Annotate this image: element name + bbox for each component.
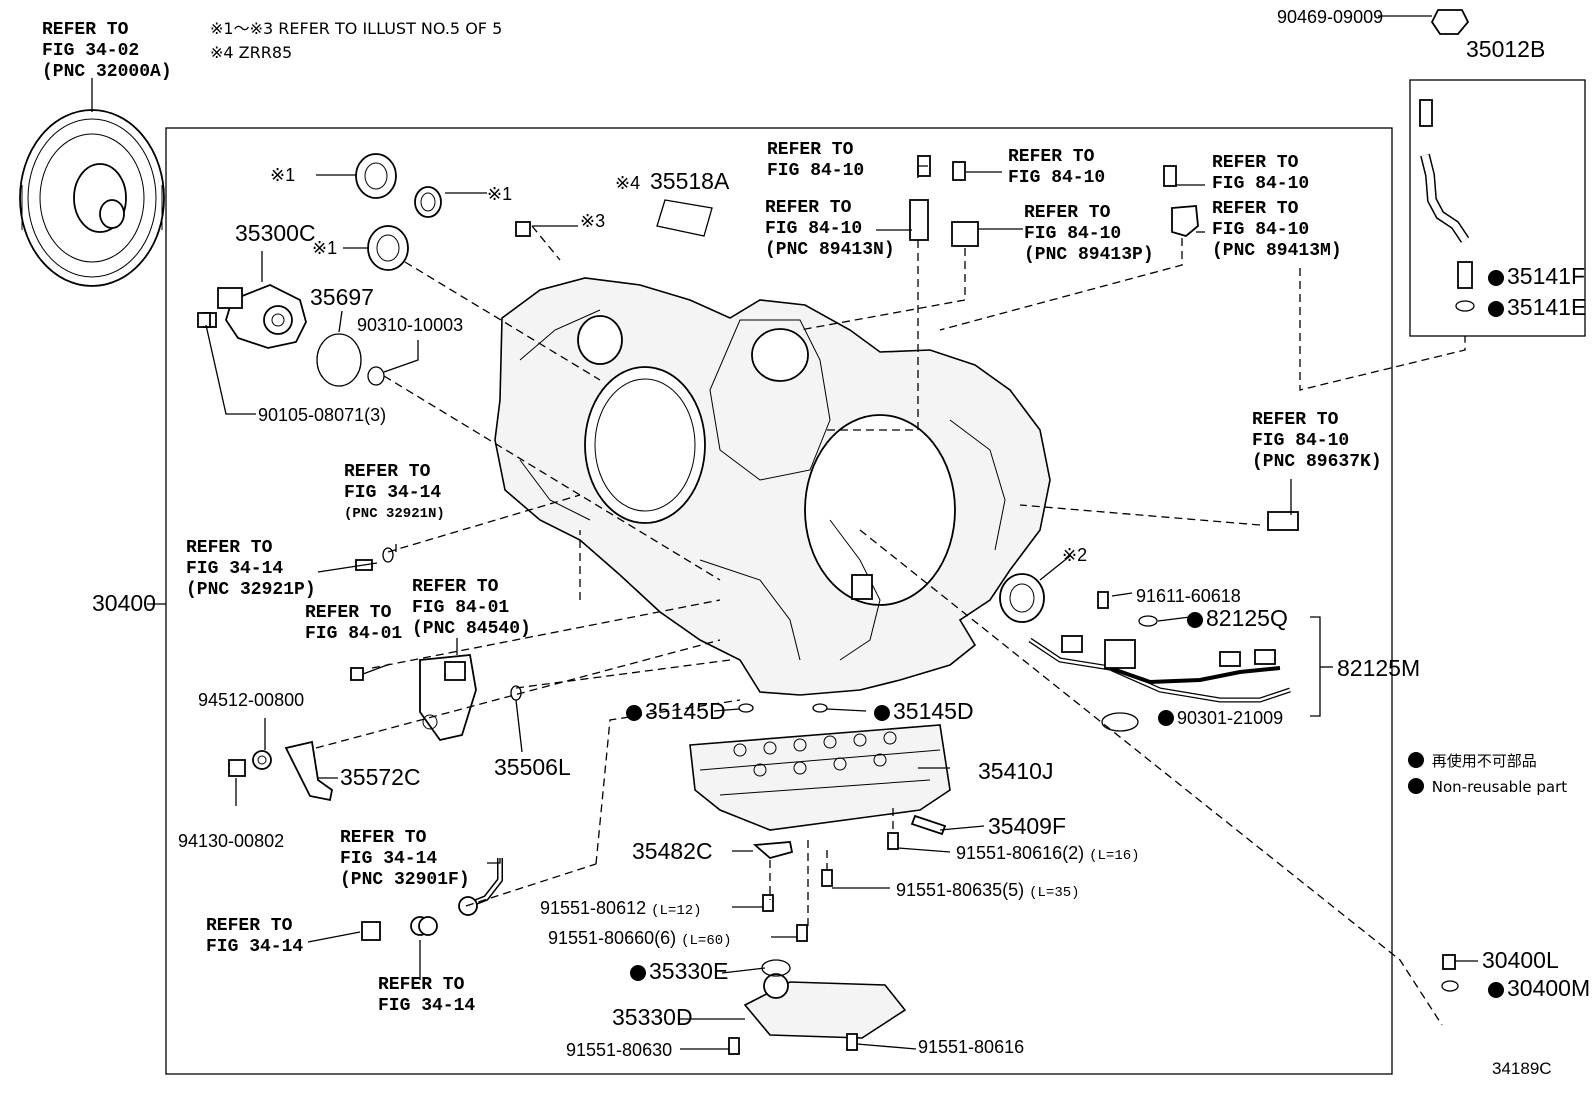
torque-converter-drawing bbox=[19, 109, 165, 287]
mark-1a: ※1 bbox=[270, 165, 296, 185]
non-reusable-dot bbox=[1488, 982, 1504, 998]
note-line-1: ※1～※3 REFER TO ILLUST NO.5 OF 5 bbox=[210, 19, 503, 38]
mark-1b: ※1 bbox=[487, 184, 513, 204]
part-35141F: 35141F bbox=[1488, 265, 1585, 288]
transmission-case-drawing bbox=[494, 277, 1051, 696]
oring-35697 bbox=[316, 333, 362, 387]
mark-1c: ※1 bbox=[312, 238, 338, 258]
non-reusable-dot bbox=[1187, 612, 1203, 628]
part-35518A: 35518A bbox=[650, 168, 730, 194]
plug-3 bbox=[515, 221, 531, 237]
part-91551-80635: 91551-80635(5) (L=35) bbox=[896, 880, 1080, 901]
legend-en: Non-reusable part bbox=[1408, 776, 1567, 798]
legend-dot bbox=[1408, 752, 1424, 768]
part-90469-09009: 90469-09009 bbox=[1277, 7, 1384, 27]
part-90301-21009: 90301-21009 bbox=[1158, 707, 1283, 729]
part-35141E: 35141E bbox=[1488, 296, 1586, 319]
part-35697: 35697 bbox=[310, 284, 374, 310]
seal-1a bbox=[355, 153, 397, 199]
non-reusable-dot bbox=[626, 705, 642, 721]
main-frame bbox=[165, 127, 1393, 1075]
non-reusable-dot bbox=[1488, 301, 1504, 317]
part-30400: 30400 bbox=[92, 590, 156, 616]
mark-3: ※3 bbox=[580, 211, 606, 231]
part-90310-10003: 90310-10003 bbox=[357, 315, 464, 335]
part-30400L: 30400L bbox=[1482, 947, 1559, 973]
legend-jp: 再使用不可部品 bbox=[1408, 750, 1537, 772]
mark-4: ※4 bbox=[615, 173, 641, 193]
part-35506L: 35506L bbox=[494, 754, 571, 780]
part-35300C-drawing bbox=[203, 284, 307, 349]
non-reusable-dot bbox=[1488, 270, 1504, 286]
part-35012B: 35012B bbox=[1466, 36, 1546, 62]
part-82125Q: 82125Q bbox=[1187, 607, 1288, 630]
part-30400M: 30400M bbox=[1488, 977, 1590, 1000]
part-35409F: 35409F bbox=[988, 813, 1067, 839]
part-35330E: 35330E bbox=[630, 960, 728, 983]
seal-1b bbox=[414, 186, 442, 218]
part-35145D-right: 35145D bbox=[874, 700, 974, 723]
part-91551-80616-2: 91551-80616(2) (L=16) bbox=[956, 843, 1140, 864]
note-line-2: ※4 ZRR85 bbox=[210, 43, 293, 62]
part-35300C: 35300C bbox=[235, 220, 316, 246]
part-91551-80630: 91551-80630 bbox=[566, 1040, 673, 1060]
part-91611-60618: 91611-60618 bbox=[1136, 586, 1241, 606]
label-plate-35518A bbox=[656, 199, 713, 237]
figure-id: 34189C bbox=[1492, 1059, 1552, 1078]
part-35572C: 35572C bbox=[340, 764, 421, 790]
oring-90310 bbox=[367, 366, 385, 386]
part-94130-00802: 94130-00802 bbox=[178, 831, 285, 851]
non-reusable-dot bbox=[874, 705, 890, 721]
non-reusable-dot bbox=[1158, 710, 1174, 726]
mark-2: ※2 bbox=[1062, 545, 1088, 565]
part-35482C: 35482C bbox=[632, 838, 713, 864]
sub-frame-35012B bbox=[1409, 79, 1586, 337]
legend-dot bbox=[1408, 778, 1424, 794]
part-91551-80612: 91551-80612 (L=12) bbox=[540, 898, 702, 919]
part-91551-80660: 91551-80660(6) (L=60) bbox=[548, 928, 732, 949]
part-94512-00800: 94512-00800 bbox=[198, 690, 305, 710]
seal-1c bbox=[367, 225, 409, 271]
part-82125M: 82125M bbox=[1337, 655, 1421, 681]
non-reusable-dot bbox=[630, 965, 646, 981]
part-35145D-left: 35145D bbox=[626, 700, 726, 723]
part-90105-08071: 90105-08071(3) bbox=[258, 405, 387, 425]
part-35330D: 35330D bbox=[612, 1004, 693, 1030]
part-90469-drawing bbox=[1430, 9, 1470, 35]
part-35410J: 35410J bbox=[978, 758, 1054, 784]
part-91551-80616: 91551-80616 bbox=[918, 1037, 1025, 1057]
